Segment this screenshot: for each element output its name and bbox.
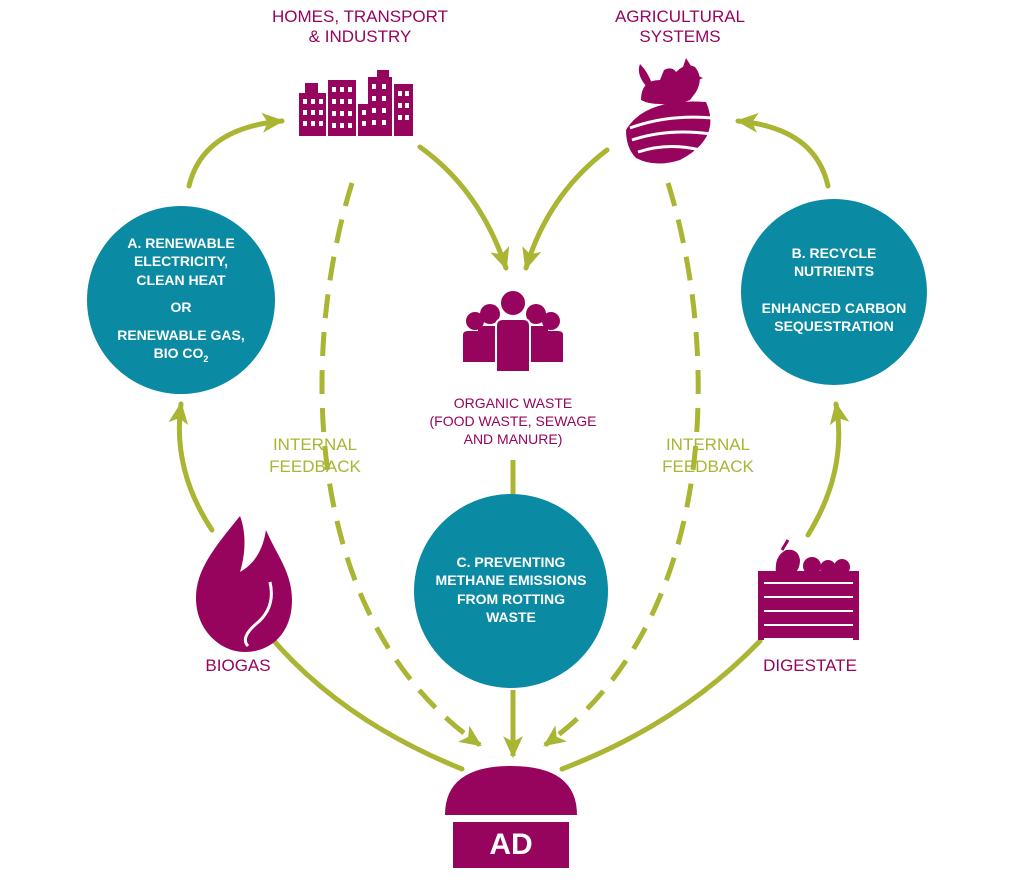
node-agricultural-systems: AGRICULTURAL SYSTEMS bbox=[560, 7, 800, 48]
circle-c-line-3: FROM ROTTING bbox=[456, 590, 566, 607]
node-ad: AD bbox=[489, 828, 533, 861]
arrow-circle-b-to-agri bbox=[735, 112, 831, 189]
node-biogas: BIOGAS bbox=[205, 656, 271, 675]
arrow-biogas-to-circle-a bbox=[168, 401, 215, 533]
produce-crate-icon bbox=[758, 539, 859, 640]
arrow-agri-to-people bbox=[522, 147, 610, 271]
circle-a-line-3: CLEAN HEAT bbox=[136, 271, 226, 288]
organic-waste-line-2: (FOOD WASTE, SEWAGE bbox=[429, 413, 597, 430]
node-homes-transport-industry: HOMES, TRANSPORT & INDUSTRY bbox=[245, 7, 475, 48]
digester-dome-icon bbox=[445, 766, 577, 868]
label-internal-feedback-right: INTERNAL FEEDBACK bbox=[638, 434, 778, 478]
circle-b-recycle-nutrients bbox=[741, 199, 927, 385]
circle-a-line-4: OR bbox=[170, 299, 192, 316]
circle-c-preventing-methane bbox=[414, 494, 608, 688]
circle-a-line-2: ELECTRICITY, bbox=[133, 253, 229, 270]
circle-b-line-2: NUTRIENTS bbox=[793, 263, 875, 280]
circle-b-text: B. RECYCLE NUTRIENTS ENHANCED CARBON SEQ… bbox=[744, 244, 924, 336]
circle-a-text: A. RENEWABLE ELECTRICITY, CLEAN HEAT OR … bbox=[101, 234, 261, 366]
feedback-right-line-1: INTERNAL bbox=[665, 435, 751, 454]
rooster-field-icon bbox=[626, 58, 714, 164]
organic-waste-line-1: ORGANIC WASTE bbox=[453, 395, 573, 411]
circle-a-line-1: A. RENEWABLE bbox=[127, 235, 235, 251]
dashed-arrow-feedback-left bbox=[319, 182, 482, 748]
arrow-circle-a-to-homes bbox=[186, 112, 285, 189]
circle-c-line-1: C. PREVENTING bbox=[456, 554, 566, 570]
circle-a-renewable-energy bbox=[87, 206, 275, 394]
node-organic-waste: ORGANIC WASTE (FOOD WASTE, SEWAGE AND MA… bbox=[393, 394, 633, 449]
feedback-right-line-2: FEEDBACK bbox=[662, 457, 754, 477]
circle-c-line-4: WASTE bbox=[486, 609, 536, 626]
arrow-ad-to-digestate bbox=[559, 638, 763, 772]
circle-a-bio-co: BIO CO bbox=[153, 345, 204, 362]
circle-a-line-5: RENEWABLE GAS, bbox=[117, 326, 245, 343]
homes-label-line-1: HOMES, TRANSPORT bbox=[271, 7, 448, 26]
arrow-ad-to-biogas bbox=[265, 631, 465, 772]
circle-c-line-2: METHANE EMISSIONS bbox=[435, 572, 587, 589]
flame-icon bbox=[196, 516, 292, 652]
circle-c-text: C. PREVENTING METHANE EMISSIONS FROM ROT… bbox=[416, 553, 606, 627]
arrow-homes-to-people bbox=[417, 144, 510, 271]
circle-a-subscript-2: 2 bbox=[203, 354, 209, 365]
circle-b-line-4: SEQUESTRATION bbox=[774, 318, 894, 335]
circle-b-line-1: B. RECYCLE bbox=[791, 245, 877, 261]
agri-label-line-2: SYSTEMS bbox=[639, 27, 721, 47]
people-group-icon bbox=[463, 289, 563, 373]
feedback-left-line-2: FEEDBACK bbox=[269, 457, 361, 477]
dashed-arrow-feedback-right bbox=[543, 182, 701, 748]
arrow-digestate-to-circle-b bbox=[805, 401, 850, 538]
circle-b-line-3: ENHANCED CARBON bbox=[761, 299, 907, 316]
agri-label-line-1: AGRICULTURAL bbox=[614, 7, 746, 26]
circle-a-line-6: BIO CO2 bbox=[101, 344, 261, 366]
organic-waste-line-3: AND MANURE) bbox=[463, 431, 563, 448]
city-buildings-icon bbox=[299, 70, 413, 136]
homes-label-line-2: & INDUSTRY bbox=[308, 27, 412, 47]
label-internal-feedback-left: INTERNAL FEEDBACK bbox=[245, 434, 385, 478]
node-digestate: DIGESTATE bbox=[763, 656, 857, 675]
feedback-left-line-1: INTERNAL bbox=[272, 435, 358, 454]
